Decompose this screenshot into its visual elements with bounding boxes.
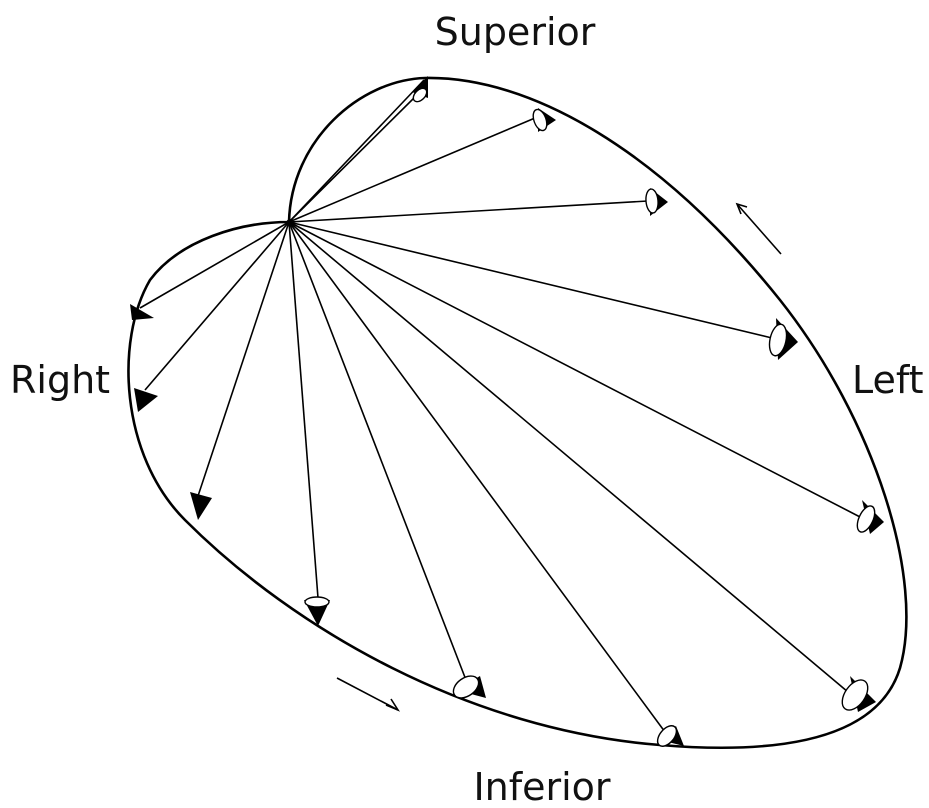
vector-02	[288, 108, 556, 223]
vector-loop-outline	[127, 76, 908, 750]
vector-13	[288, 79, 425, 223]
label-right: Right	[10, 358, 110, 402]
vector-03	[288, 188, 668, 223]
vector-01	[288, 76, 428, 223]
vector-07	[288, 221, 684, 747]
label-superior: Superior	[435, 10, 596, 54]
vector-05	[288, 221, 884, 534]
label-left: Left	[852, 358, 924, 402]
vector-10	[190, 221, 290, 520]
vector-09	[288, 221, 330, 626]
label-inferior: Inferior	[473, 765, 610, 808]
vector-04	[288, 221, 798, 360]
vector-11	[134, 221, 290, 412]
vector-origin	[286, 219, 292, 225]
rotation-arrow-upper-left	[735, 202, 782, 255]
vector-12	[130, 221, 290, 320]
vector-06	[288, 221, 876, 712]
vector-08	[288, 221, 486, 699]
rotation-arrow-lower-left	[336, 677, 401, 712]
